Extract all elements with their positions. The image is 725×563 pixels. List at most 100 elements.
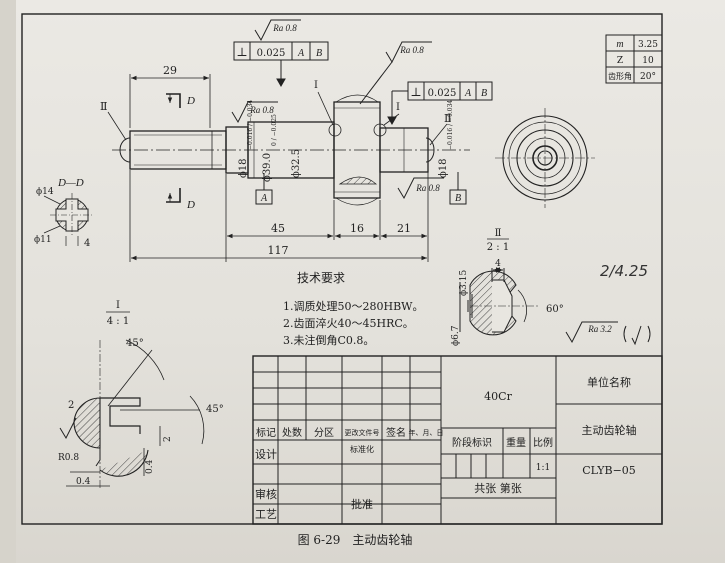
- dim-29: 29: [163, 64, 177, 77]
- dim-phi315: ϕ3.15: [459, 270, 469, 296]
- tech-req-item-2: 2.齿面淬火40～45HRC。: [283, 316, 414, 330]
- right-gdt-datum-a: A: [464, 88, 472, 99]
- tb-rev-col-mark: 标记: [256, 427, 276, 439]
- roughness-general-value: Ra 3.2: [587, 324, 612, 334]
- detail-i-number: Ⅰ: [116, 300, 120, 311]
- dim-04-b: 0.4: [76, 477, 91, 487]
- title-block-grid: [252, 355, 663, 525]
- right-gdt-tolerance: 0.025: [428, 88, 457, 99]
- dim-r08: R0.8: [58, 453, 79, 463]
- section-view-dd: [43, 193, 94, 246]
- gear-param-value-m: 3.25: [638, 40, 658, 50]
- detail-ii-scale: 2 : 1: [487, 242, 509, 253]
- detail-ii-leaders: [107, 111, 448, 146]
- top-gdt-datum-b: B: [316, 48, 322, 59]
- section-cut-marks: [166, 93, 181, 203]
- section-view-title: D—D: [57, 177, 84, 189]
- detail-i-scale: 4 : 1: [107, 316, 129, 327]
- dim-phi67: ϕ6.7: [451, 325, 461, 346]
- gear-param-value-z: 10: [642, 56, 654, 66]
- tb-stage-label: 阶段标识: [452, 436, 492, 449]
- tech-req-item-3: 3.未注倒角C0.8。: [283, 333, 374, 347]
- shaft-main-view: [112, 94, 470, 206]
- tech-req-item-1: 1.调质处理50～280HBW。: [283, 300, 423, 313]
- tb-company: 单位名称: [587, 375, 631, 389]
- dim-21: 21: [397, 222, 411, 235]
- dim-45: 45: [271, 222, 285, 235]
- dim-4-section: 4: [84, 238, 90, 249]
- datum-markers: [255, 172, 467, 205]
- tb-process: 工艺: [255, 508, 277, 521]
- angle-45-b: 45°: [206, 404, 224, 415]
- detail-ii-view: [459, 267, 540, 336]
- tb-sheets: 共张 第张: [474, 481, 522, 495]
- tb-rev-col-date: 年、月、日: [409, 428, 444, 437]
- roughness-top-value: Ra 0.8: [272, 23, 297, 33]
- dim-29-lines: [129, 74, 211, 128]
- tb-design: 设计: [255, 448, 277, 461]
- right-gdt-frame: [387, 81, 493, 126]
- angle-45-a: 45°: [126, 338, 144, 349]
- roughness-symbol-left: [231, 101, 278, 124]
- gear-param-label-angle: 齿形角: [608, 71, 632, 81]
- dim-4-detail: 4: [495, 259, 501, 269]
- gear-param-label-m: m: [616, 39, 623, 50]
- right-gdt-symbol: ⊥: [410, 85, 421, 99]
- dim-2-left: 2: [68, 400, 74, 411]
- dim-04-a: 0.4: [145, 459, 155, 474]
- tb-rev-col-sign: 签名: [386, 426, 406, 439]
- top-gdt-symbol: ⊥: [236, 45, 247, 59]
- dim-phi39: ϕ39.0: [262, 153, 273, 182]
- detail-i-leaders: [317, 91, 400, 126]
- roman-ii-left: Ⅱ: [100, 100, 107, 113]
- binding-strip: [0, 0, 16, 563]
- detail-ii-number: Ⅱ: [495, 228, 502, 239]
- dim-phi11: ϕ11: [34, 235, 52, 245]
- datum-b-label: B: [455, 193, 461, 204]
- dim-phi39-tol: 0 / −0.025: [271, 114, 278, 146]
- gear-end-view: [495, 108, 595, 208]
- figure-caption: 图 6-29 主动齿轮轴: [298, 532, 413, 547]
- tb-scale-value: 1:1: [536, 463, 550, 473]
- gear-param-value-angle: 20°: [640, 72, 656, 82]
- roughness-symbol-top: [254, 19, 301, 42]
- detail-i-label-top: Ⅰ: [314, 80, 318, 91]
- dim-117: 117: [268, 244, 289, 257]
- top-gdt-frame: [233, 41, 329, 88]
- top-gdt-tolerance: 0.025: [257, 48, 286, 59]
- dim-phi32: ϕ32.5: [291, 149, 302, 178]
- roman-ii-right: Ⅱ: [444, 112, 451, 125]
- dim-16: 16: [350, 222, 364, 235]
- roughness-symbol-right: [397, 177, 444, 200]
- tb-approve: 批准: [351, 497, 373, 511]
- dim-2-right: 2: [163, 436, 173, 442]
- handwritten-note: 2/4.25: [600, 262, 648, 280]
- roughness-symbol-upper-mid: [359, 41, 432, 105]
- angle-60: 60°: [546, 304, 564, 315]
- gear-param-label-z: Z: [617, 56, 623, 66]
- tb-rev-col-zone: 分区: [314, 427, 334, 439]
- dim-phi18-right: ϕ18: [438, 158, 449, 178]
- roughness-left-value: Ra 0.8: [249, 105, 274, 115]
- tb-standard: 标准化: [350, 444, 374, 454]
- top-gdt-datum-a: A: [297, 48, 305, 59]
- gear-parameter-table: [605, 34, 663, 84]
- dim-phi18-left: ϕ18: [238, 158, 249, 178]
- tech-req-title: 技术要求: [297, 271, 345, 285]
- section-label-top: D: [186, 95, 195, 107]
- tb-review: 审核: [255, 487, 277, 501]
- section-label-bottom: D: [186, 199, 195, 211]
- datum-a-label: A: [260, 193, 268, 204]
- tb-scale-label: 比例: [533, 436, 553, 449]
- tb-material: 40Cr: [484, 390, 512, 403]
- dim-phi18-right-tol: −0.016 / −0.034: [447, 100, 454, 150]
- right-gdt-datum-b: B: [481, 88, 487, 99]
- roughness-upper-mid-value: Ra 0.8: [399, 45, 424, 55]
- roughness-symbol-detail: [59, 417, 77, 440]
- tb-rev-col-count: 处数: [282, 426, 302, 439]
- tb-part-name: 主动齿轮轴: [582, 423, 637, 437]
- roughness-general-symbol: [565, 321, 651, 346]
- detail-i-view: [66, 339, 205, 490]
